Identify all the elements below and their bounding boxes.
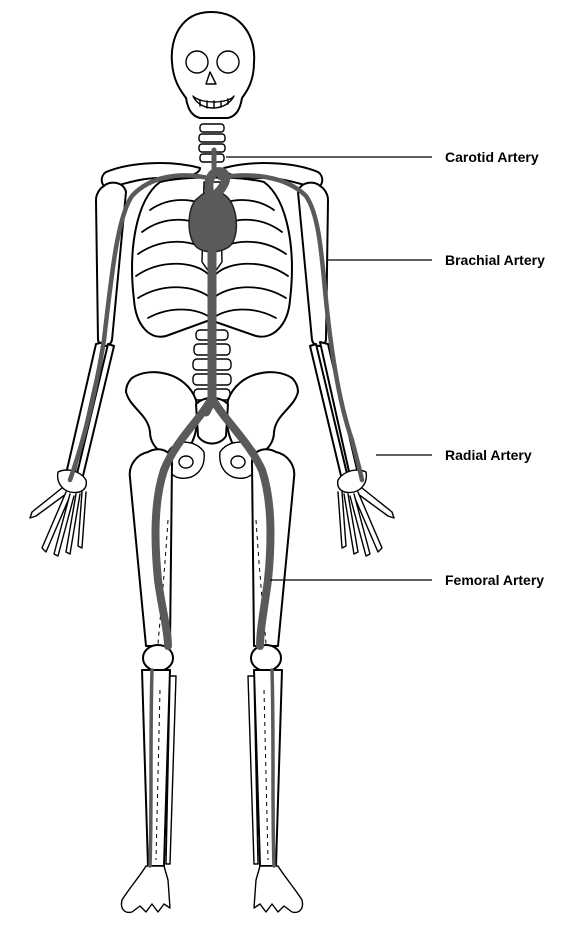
left-tibial-artery (150, 670, 152, 866)
right-leg-bones (248, 449, 303, 912)
radial-artery-label: Radial Artery (445, 447, 532, 463)
left-leg-bones (121, 449, 176, 912)
skull (172, 12, 254, 118)
femoral-artery-label: Femoral Artery (445, 572, 544, 588)
skeleton (30, 12, 394, 912)
carotid-artery-label: Carotid Artery (445, 149, 539, 165)
brachial-artery-label: Brachial Artery (445, 252, 545, 268)
right-tibial-artery (272, 670, 274, 866)
left-arm-bones (30, 183, 126, 556)
right-arm-bones (298, 183, 394, 556)
